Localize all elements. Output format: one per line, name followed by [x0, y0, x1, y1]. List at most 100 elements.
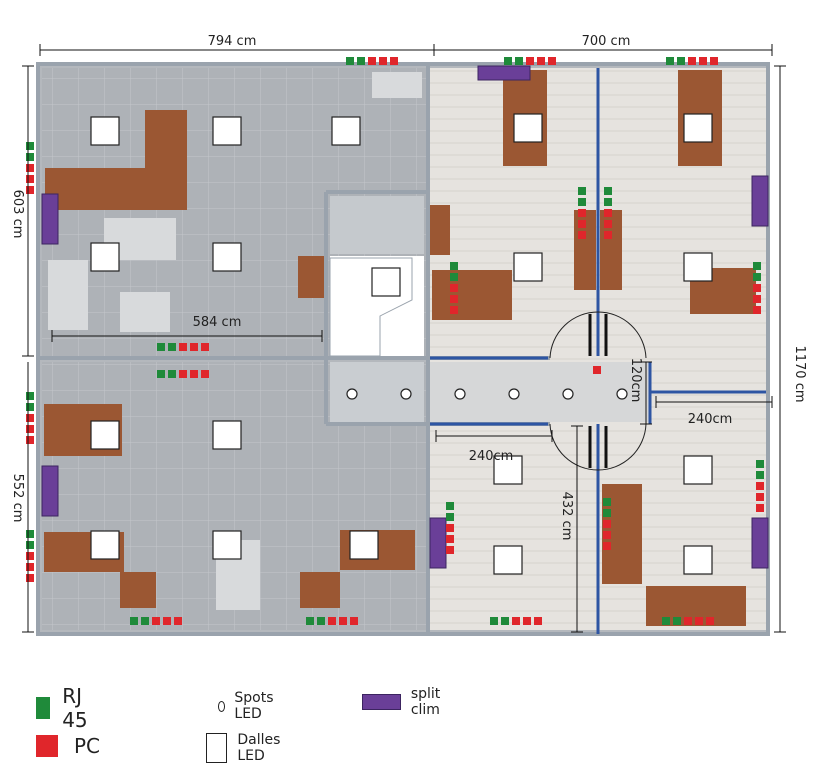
dalle-led — [683, 252, 713, 282]
legend-split-label: split clim — [410, 686, 441, 718]
pc-socket — [446, 535, 454, 543]
pc-socket — [603, 542, 611, 550]
split-clim-swatch — [362, 694, 401, 710]
rj45-socket — [501, 617, 509, 625]
split-clim — [429, 517, 447, 569]
dimension-lines — [22, 44, 786, 633]
pc-socket — [688, 57, 696, 65]
rj45-socket — [157, 343, 165, 351]
dalle-led — [90, 116, 120, 146]
socket-groups — [26, 57, 764, 625]
dim-240-right: 240cm — [688, 412, 733, 427]
pc-socket — [350, 617, 358, 625]
dalle-led — [371, 267, 401, 297]
pc-socket — [756, 493, 764, 501]
legend-spots: Spots LED — [218, 690, 277, 722]
pc-socket — [537, 57, 545, 65]
rj45-socket — [141, 617, 149, 625]
dalle-led — [90, 242, 120, 272]
dalle-led — [90, 420, 120, 450]
floor-plan: 794 cm 700 cm 603 cm 552 cm 1170 cm 584 … — [10, 34, 807, 636]
rj45-socket — [756, 471, 764, 479]
pc-socket — [368, 57, 376, 65]
rj45-socket — [756, 460, 764, 468]
legend-pc-label: PC — [74, 734, 101, 758]
spot-led — [616, 388, 628, 400]
rj45-socket — [578, 198, 586, 206]
pc-socket — [328, 617, 336, 625]
pc-socket — [390, 57, 398, 65]
rj45-socket — [753, 273, 761, 281]
pc-socket — [450, 306, 458, 314]
dim-1170: 1170 cm — [792, 345, 807, 402]
pc-socket — [710, 57, 718, 65]
rj45-socket — [490, 617, 498, 625]
pc-socket — [339, 617, 347, 625]
dim-432: 432 cm — [559, 492, 574, 541]
legend-pc: PC — [36, 734, 100, 758]
spot-led — [454, 388, 466, 400]
walls — [36, 62, 770, 636]
pc-socket — [450, 295, 458, 303]
rj45-socket — [753, 262, 761, 270]
rj45-socket — [603, 509, 611, 517]
rj45-socket — [450, 273, 458, 281]
pc-socket — [450, 284, 458, 292]
rj45-socket — [26, 142, 34, 150]
dim-603: 603 cm — [10, 190, 25, 239]
rj45-socket — [604, 187, 612, 195]
dim-584: 584 cm — [193, 315, 242, 330]
rj45-socket — [673, 617, 681, 625]
dalle-led — [90, 530, 120, 560]
pc-socket — [578, 209, 586, 217]
rj45-socket — [168, 343, 176, 351]
pc-socket — [534, 617, 542, 625]
pc-socket — [163, 617, 171, 625]
rj45-socket — [157, 370, 165, 378]
rj45-socket — [26, 392, 34, 400]
pc-swatch — [36, 735, 58, 757]
dim-240-left: 240cm — [469, 449, 514, 464]
legend-dalles: Dalles LED — [206, 732, 289, 764]
dalle-led — [331, 116, 361, 146]
rj45-socket — [603, 498, 611, 506]
pc-socket — [201, 370, 209, 378]
led-panels — [90, 113, 713, 575]
door-leaves — [588, 314, 608, 468]
pc-socket — [756, 504, 764, 512]
pc-socket — [578, 220, 586, 228]
pc-socket — [174, 617, 182, 625]
pc-socket — [446, 546, 454, 554]
dalle-led — [349, 530, 379, 560]
rj45-socket — [446, 513, 454, 521]
dalle-led — [212, 420, 242, 450]
pc-socket — [26, 414, 34, 422]
pc-socket — [26, 164, 34, 172]
dalle-led — [683, 545, 713, 575]
pc-socket — [604, 231, 612, 239]
split-clim — [41, 465, 59, 517]
legend-split: split clim — [362, 686, 455, 718]
dalle-icon — [206, 733, 228, 763]
legend-dalles-label: Dalles LED — [237, 732, 281, 764]
doors — [549, 311, 647, 471]
pc-socket — [26, 574, 34, 582]
dalle-led — [493, 545, 523, 575]
led-spots — [346, 388, 628, 400]
pc-socket — [604, 220, 612, 228]
rj45-socket — [604, 198, 612, 206]
rj45-socket — [26, 153, 34, 161]
pc-socket — [603, 531, 611, 539]
dim-700: 700 cm — [582, 34, 631, 49]
rj45-socket — [504, 57, 512, 65]
dalle-led — [683, 113, 713, 143]
legend-rj45: RJ 45 — [36, 684, 95, 732]
pc-socket — [753, 284, 761, 292]
rj45-socket — [515, 57, 523, 65]
rj45-swatch — [36, 697, 51, 719]
pc-socket — [753, 306, 761, 314]
pc-socket — [26, 175, 34, 183]
pc-socket — [695, 617, 703, 625]
dalle-led — [212, 530, 242, 560]
dalle-led — [513, 113, 543, 143]
